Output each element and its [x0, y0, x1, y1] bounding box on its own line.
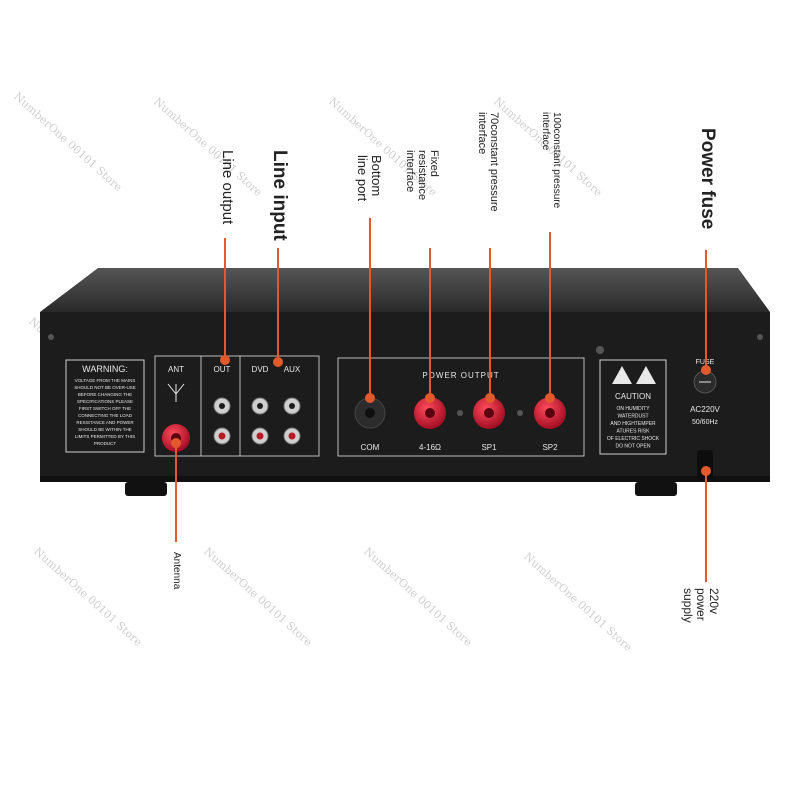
warning-text-line: SHOULD NOT BE OVER-USE [74, 385, 135, 390]
callout-dot [220, 355, 230, 365]
callout-line-bottom-port [369, 218, 371, 398]
sp1-label: SP1 [481, 443, 497, 452]
callout-fixed-resistance: Fixed resistance interface [404, 150, 440, 201]
hz-label: 50/60Hz [692, 419, 719, 426]
callout-dot [365, 393, 375, 403]
callout-100-constant: 100constant pressure interface [540, 112, 562, 209]
callout-dot [485, 393, 495, 403]
warning-text-line: SHOULD BE WITHIN THE [78, 427, 131, 432]
aux-label: AUX [284, 365, 301, 374]
sp2-label: SP2 [542, 443, 558, 452]
warning-text-line: PRODUCT [94, 441, 117, 446]
caution-text-line: OF ELECTRIC SHOCK [607, 436, 660, 442]
caution-text-line: DO NOT OPEN [616, 444, 651, 450]
warning-text-line: SPECIFICATIONS PLEASE [77, 399, 133, 404]
callout-dot [425, 393, 435, 403]
callout-antenna: Antenna [171, 552, 182, 590]
warning-text-line: VOLTAGE FROM THE MAINS [75, 378, 136, 383]
warning-text-line: LIMITS PERMITTED BY THIS [75, 434, 135, 439]
callout-line-fuse [705, 250, 707, 370]
caution-title: CAUTION [615, 392, 651, 401]
ant-label: ANT [168, 365, 184, 374]
caution-text-line: ON HUMIDITY [616, 406, 650, 412]
callout-bottom-line-port: Bottom line port [355, 155, 384, 202]
callout-line-fixed-resistance [429, 248, 431, 398]
out-label: OUT [214, 365, 231, 374]
warning-text-line: BEFORE CHANGING THE [78, 392, 132, 397]
callout-line-power-supply [705, 470, 707, 582]
warning-text-line: FIRST SWITCH OFF THE [79, 406, 131, 411]
callout-line-100v [549, 232, 551, 398]
callout-line-line-output [224, 238, 226, 358]
dvd-label: DVD [252, 365, 269, 374]
callout-line-line-input [277, 248, 279, 360]
callout-dot [545, 393, 555, 403]
warning-text-line: CONNECTING THE LOAD [78, 413, 133, 418]
callout-line-output: Line output [219, 150, 236, 225]
callout-line-input: Line input [269, 150, 290, 241]
callout-dot [171, 438, 181, 448]
caution-text-line: ATURES RISK [617, 429, 651, 435]
callout-line-antenna [175, 442, 177, 542]
callout-power-supply: 220v power supply [681, 588, 721, 623]
caution-text-line: WATERDUST [617, 414, 648, 420]
power-output-label: POWER OUTPUT [422, 371, 499, 380]
callout-dot [273, 357, 283, 367]
warning-title: WARNING: [82, 364, 128, 374]
callout-70-constant: 70constant pressure interface [476, 112, 500, 212]
ac-label: AC220V [690, 405, 720, 414]
com-label: COM [361, 443, 380, 452]
callout-dot [701, 466, 711, 476]
callout-power-fuse: Power fuse [697, 128, 718, 230]
callout-line-70v [489, 248, 491, 398]
callout-dot [701, 365, 711, 375]
caution-text-line: AND HIGHTEMPER [610, 421, 656, 427]
ohm-label: 4-16Ω [419, 443, 441, 452]
warning-text-line: RESISTANCE AND POWER [76, 420, 134, 425]
